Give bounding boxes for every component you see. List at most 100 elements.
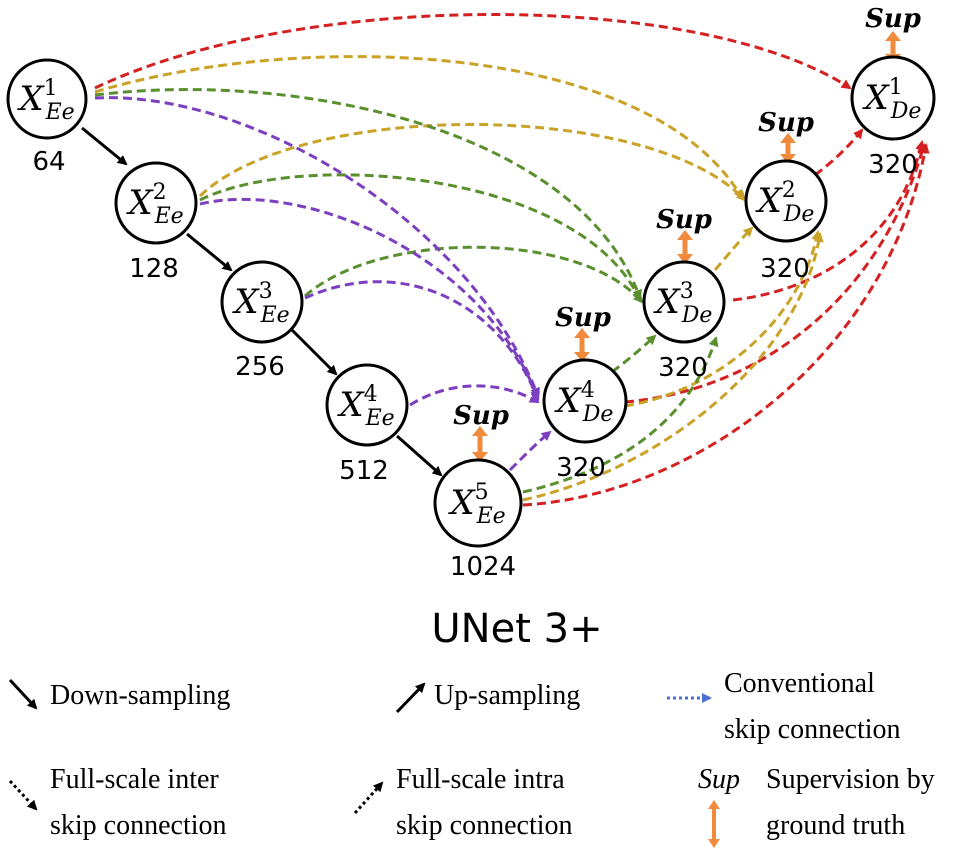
legend-label-line2: skip connection: [396, 810, 573, 841]
legend-label-line2: ground truth: [766, 810, 905, 841]
node-sub: Ee: [476, 504, 506, 529]
channel-count: 320: [658, 353, 708, 383]
channel-count: 320: [868, 150, 918, 180]
legend-up-sampling: Up-sampling: [395, 680, 580, 714]
node-sub: Ee: [365, 406, 395, 431]
node-var: X: [336, 385, 365, 425]
skip-de3-to-de1: [732, 140, 926, 302]
channel-count: 512: [339, 456, 389, 486]
supervision-arrow-icon: [708, 800, 720, 848]
node-sub: Ee: [260, 303, 290, 328]
node-level: 3: [259, 279, 273, 304]
legend-inter-skip: Full-scale inter skip connection: [8, 764, 227, 841]
skip-ee5-to-de4: [508, 430, 552, 472]
node-var: X: [862, 78, 891, 118]
skip-de2-to-de1: [814, 128, 864, 177]
node-sub: De: [681, 303, 713, 328]
skip-de4-to-de1: [624, 143, 927, 404]
sup-arrow-de4: [574, 328, 590, 362]
skip-ee1-to-de1: [94, 13, 852, 90]
node-level: 1: [44, 76, 58, 101]
skip-connections-to-de2: [94, 55, 824, 502]
inter-skip-arrow-icon: [8, 779, 38, 811]
node-level: 3: [680, 279, 694, 304]
intra-skip-arrow-icon: [353, 781, 384, 815]
node-var: X: [231, 282, 260, 322]
down-arrow-3: [290, 328, 338, 376]
skip-de4-to-de3: [611, 334, 657, 374]
node-var: X: [554, 381, 583, 421]
skip-ee1-to-de3: [94, 88, 643, 300]
sup-label-de2: Sup: [758, 108, 814, 138]
supervision-labels: Sup Sup Sup Sup Sup: [453, 4, 921, 431]
skip-ee3-to-de4: [304, 280, 540, 402]
node-var: X: [653, 282, 682, 322]
skip-ee1-to-de4: [94, 96, 540, 398]
legend-label: Down-sampling: [50, 680, 230, 711]
channel-count: 1024: [450, 552, 516, 582]
channel-count: 320: [760, 254, 810, 284]
legend-label-line2: skip connection: [50, 810, 227, 841]
node-var: X: [16, 79, 45, 119]
supervision-arrows: [472, 31, 901, 462]
node-sub: De: [783, 202, 815, 227]
sup-label-de4: Sup: [555, 303, 611, 333]
channel-count: 320: [556, 453, 606, 483]
channel-count: 256: [235, 352, 285, 382]
skip-ee5-to-de3: [522, 336, 719, 494]
up-sampling-arrow-icon: [395, 682, 426, 714]
legend-label-line1: Supervision by: [766, 764, 935, 795]
legend-label-line1: Full-scale intra: [396, 764, 565, 795]
node-sub: Ee: [154, 204, 184, 229]
node-level: 4: [581, 378, 595, 403]
down-sampling-arrows: [81, 126, 443, 477]
down-arrow-1: [81, 126, 128, 166]
legend-down-sampling: Down-sampling: [8, 678, 230, 711]
skip-ee2-to-de2: [198, 123, 747, 202]
legend-supervision: Sup Supervision by ground truth: [698, 764, 935, 848]
node-var: X: [125, 183, 154, 223]
sup-label-ee5: Sup: [453, 401, 509, 431]
sup-label-de1: Sup: [865, 4, 921, 34]
channel-count: 128: [129, 254, 179, 284]
legend-label: Up-sampling: [434, 680, 580, 711]
skip-ee2-to-de3: [199, 173, 642, 302]
node-sub: Ee: [45, 100, 75, 125]
skip-ee4-to-de4: [409, 384, 540, 407]
node-level: 1: [889, 75, 903, 100]
skip-connections-to-de3: [94, 88, 719, 494]
sup-arrow-ee5: [472, 426, 488, 462]
node-var: X: [755, 181, 784, 221]
skip-de4-to-de2: [624, 230, 822, 408]
legend-conventional-skip: Conventional skip connection: [667, 668, 901, 745]
node-level: 2: [153, 180, 167, 205]
node-level: 4: [364, 382, 378, 407]
legend-label-line1: Full-scale inter: [50, 764, 219, 795]
node-level: 2: [782, 178, 796, 203]
legend-label-line1: Conventional: [724, 668, 875, 699]
node-sub: De: [582, 402, 614, 427]
sup-arrow-de3: [677, 230, 693, 264]
channel-count: 64: [32, 147, 65, 177]
legend-label-line2: skip connection: [724, 714, 901, 745]
down-arrow-4: [396, 434, 443, 477]
legend-intra-skip: Full-scale intra skip connection: [353, 764, 573, 841]
